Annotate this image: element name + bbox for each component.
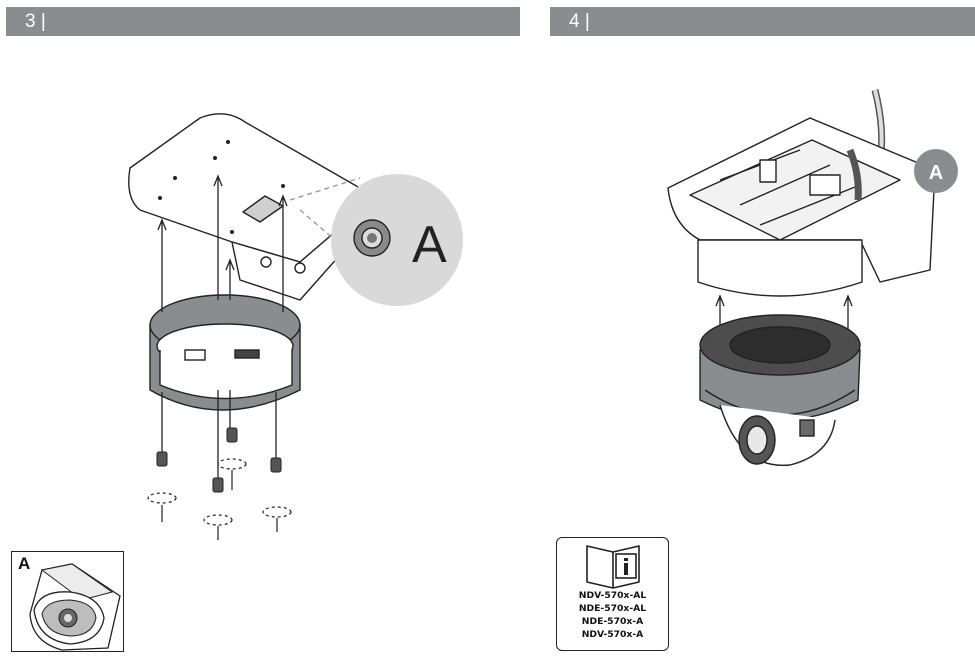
model-item: NDE-570x-AL bbox=[578, 603, 647, 614]
step-3-label: 3 | bbox=[25, 11, 46, 32]
model-list: NDV-570x-AL NDE-570x-AL NDE-570x-A NDV-5… bbox=[557, 589, 668, 641]
mount-cylinder bbox=[697, 239, 863, 297]
manual-reference-box: NDV-570x-AL NDE-570x-AL NDE-570x-A NDV-5… bbox=[556, 537, 669, 651]
detail-a-letter: A bbox=[18, 554, 31, 573]
step-3-callout-letter: A bbox=[412, 216, 447, 274]
step-3-header: 3 | bbox=[6, 7, 520, 36]
detail-a-image bbox=[29, 563, 121, 651]
detail-a-box: A bbox=[11, 551, 124, 652]
step-3-illustration: A bbox=[128, 113, 463, 540]
info-book-icon bbox=[586, 545, 640, 589]
zoom-detail-a bbox=[331, 174, 463, 306]
step-4-illustration: A bbox=[667, 89, 958, 467]
model-item: NDV-570x-AL bbox=[578, 590, 647, 601]
step-4-callout-badge bbox=[914, 149, 958, 193]
step-4-label: 4 | bbox=[569, 11, 590, 32]
step-4-callout-letter: A bbox=[929, 162, 943, 184]
model-item: NDE-570x-A bbox=[581, 616, 644, 627]
model-item: NDV-570x-A bbox=[581, 629, 644, 640]
step-4-header: 4 | bbox=[550, 7, 975, 36]
